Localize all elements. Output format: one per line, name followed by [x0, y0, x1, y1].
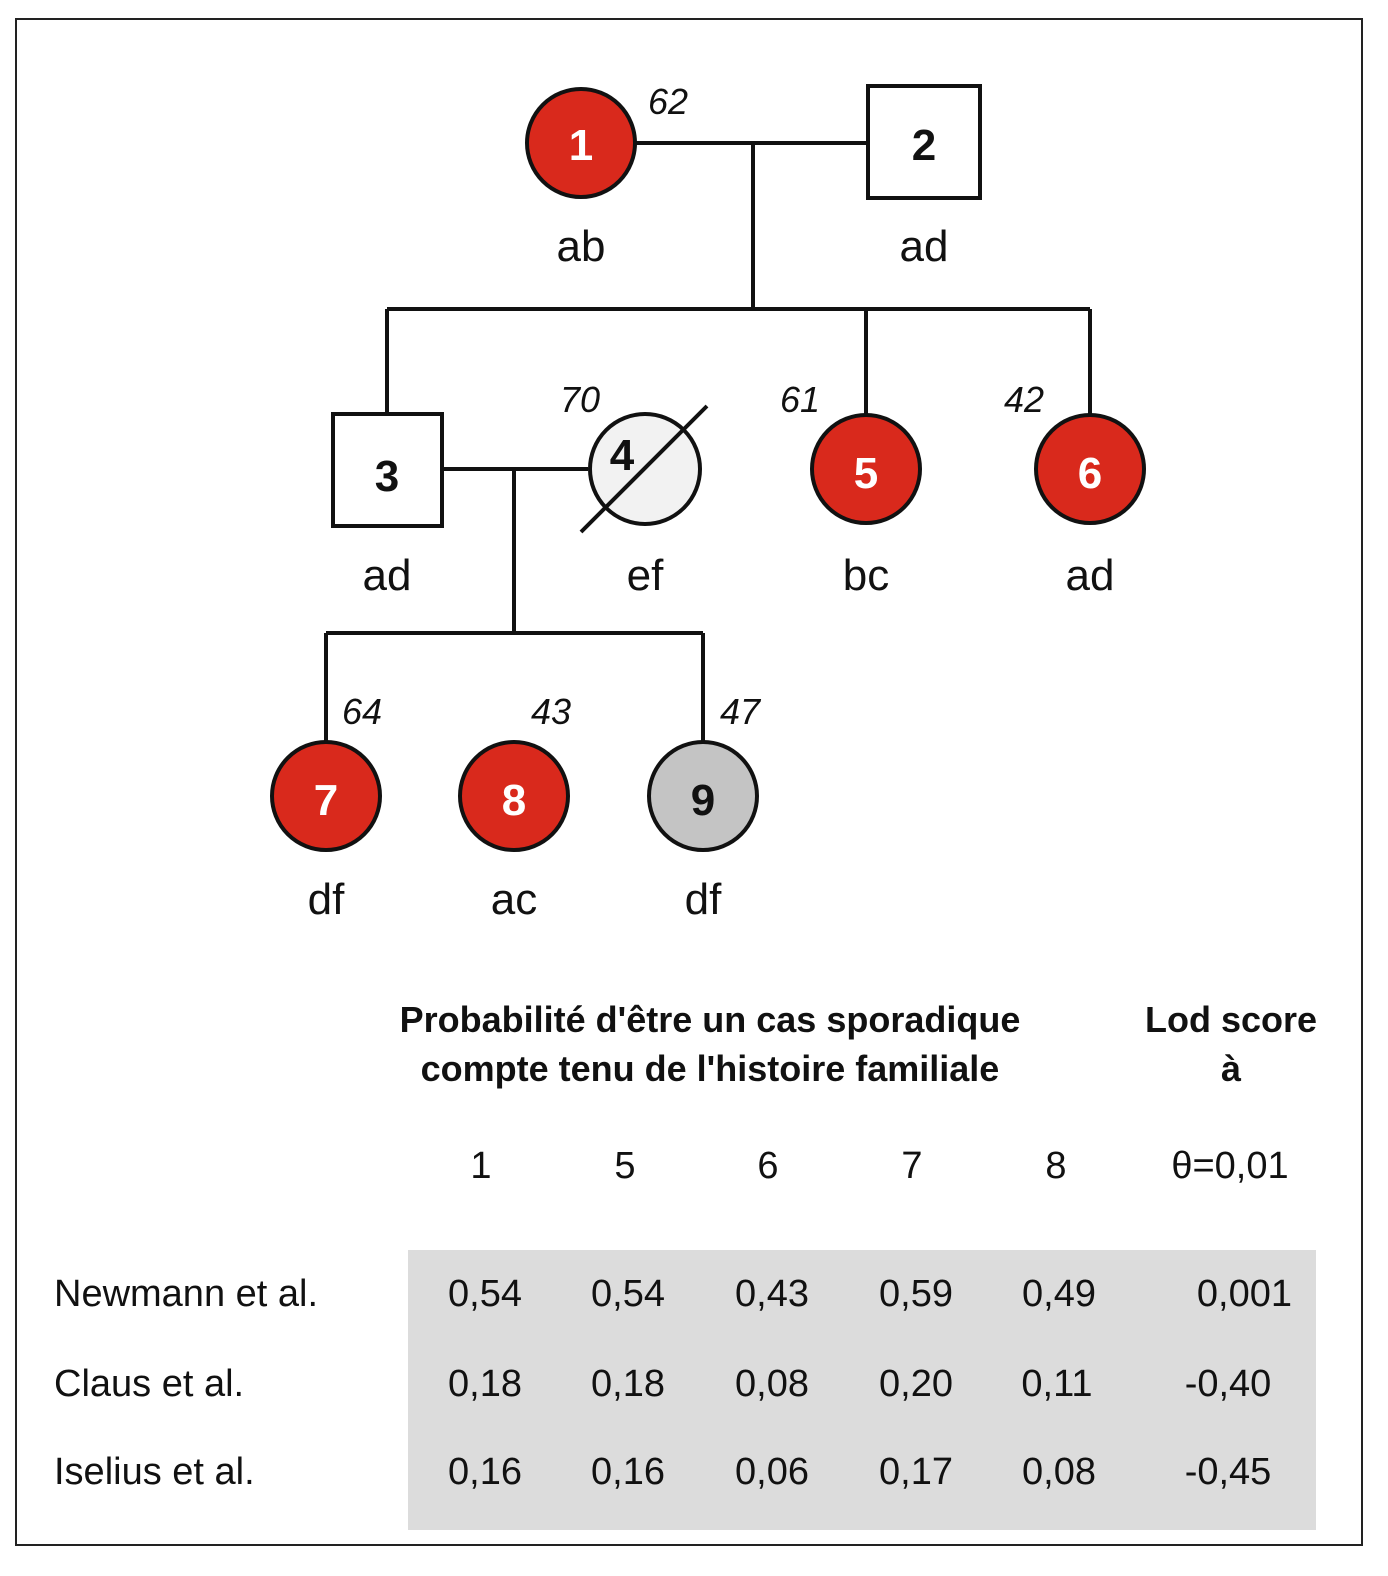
pedigree-lines — [324, 141, 1092, 741]
column-header: 1 — [470, 1145, 491, 1187]
deceased-slash — [579, 404, 709, 534]
table-row: Newmann et al. 0,54 0,54 0,43 0,59 0,49 … — [54, 1273, 1292, 1315]
individual-1: 1 62 ab — [525, 81, 688, 271]
individual-age: 47 — [720, 691, 762, 732]
table-header-main-line1: Probabilité d'être un cas sporadique — [400, 999, 1021, 1040]
table-cell: 0,17 — [879, 1451, 953, 1493]
individual-number: 6 — [1078, 449, 1102, 498]
table-cell: 0,11 — [1021, 1363, 1092, 1405]
individual-genotype: ac — [491, 875, 537, 924]
individual-4: 4 70 ef — [560, 379, 709, 600]
individual-genotype: ad — [363, 551, 412, 600]
row-label: Newmann et al. — [54, 1273, 318, 1315]
table-cell: 0,59 — [879, 1273, 953, 1315]
table-cell: 0,49 — [1022, 1273, 1096, 1315]
individual-5: 5 61 bc — [780, 379, 922, 600]
figure-frame — [15, 18, 1363, 1546]
individual-age: 42 — [1004, 379, 1044, 420]
individual-age: 70 — [560, 379, 600, 420]
table-row: Claus et al. 0,18 0,18 0,08 0,20 0,11 -0… — [54, 1363, 1271, 1405]
individual-6: 6 42 ad — [1004, 379, 1146, 600]
individual-8: 8 43 ac — [458, 691, 571, 924]
table-cell: 0,001 — [1197, 1273, 1292, 1315]
individual-age: 62 — [648, 81, 688, 122]
table-shaded-area — [408, 1250, 1316, 1530]
individual-9: 9 47 df — [647, 691, 762, 924]
individual-number: 4 — [610, 431, 635, 480]
individual-number: 1 — [569, 121, 593, 170]
table-cell: 0,18 — [591, 1363, 665, 1405]
table-cell: -0,45 — [1185, 1451, 1272, 1493]
affected-female-symbol — [525, 87, 637, 199]
probability-table: Probabilité d'être un cas sporadique com… — [54, 999, 1317, 1530]
grey-female-symbol — [647, 740, 759, 852]
table-cell: -0,40 — [1185, 1363, 1272, 1405]
table-cell: 0,06 — [735, 1451, 809, 1493]
individual-age: 61 — [780, 379, 820, 420]
column-header: 7 — [901, 1145, 922, 1187]
table-cell: 0,18 — [448, 1363, 522, 1405]
unaffected-male-symbol — [866, 84, 982, 200]
table-header-lod-line1: Lod score — [1145, 999, 1317, 1040]
individual-genotype: df — [308, 875, 345, 924]
row-label: Iselius et al. — [54, 1451, 255, 1493]
column-header: 6 — [757, 1145, 778, 1187]
individual-genotype: ad — [900, 222, 949, 271]
individual-3: 3 ad — [331, 412, 444, 600]
individual-age: 64 — [342, 691, 382, 732]
table-cell: 0,20 — [879, 1363, 953, 1405]
table-header-main-line2: compte tenu de l'histoire familiale — [421, 1048, 1000, 1089]
column-header: θ=0,01 — [1171, 1145, 1288, 1187]
affected-female-symbol — [270, 740, 382, 852]
unaffected-male-symbol — [331, 412, 444, 528]
individual-7: 7 64 df — [270, 691, 382, 924]
column-header: 5 — [614, 1145, 635, 1187]
individual-age: 43 — [531, 691, 571, 732]
individual-number: 5 — [854, 449, 878, 498]
individual-genotype: ad — [1066, 551, 1115, 600]
individual-number: 9 — [691, 776, 715, 825]
individual-genotype: ef — [627, 551, 664, 600]
table-cell: 0,54 — [591, 1273, 665, 1315]
column-header: 8 — [1045, 1145, 1066, 1187]
individual-genotype: bc — [843, 551, 889, 600]
individual-number: 8 — [502, 776, 526, 825]
affected-female-symbol — [1034, 413, 1146, 525]
individual-number: 2 — [912, 121, 936, 170]
table-header-lod-line2: à — [1221, 1048, 1242, 1089]
table-cell: 0,08 — [735, 1363, 809, 1405]
table-cell: 0,16 — [448, 1451, 522, 1493]
table-cell: 0,54 — [448, 1273, 522, 1315]
individual-2: 2 ad — [866, 84, 982, 271]
table-cell: 0,16 — [591, 1451, 665, 1493]
affected-female-symbol — [458, 740, 570, 852]
table-cell: 0,43 — [735, 1273, 809, 1315]
individual-genotype: df — [685, 875, 722, 924]
individual-number: 7 — [314, 776, 338, 825]
affected-female-symbol — [810, 413, 922, 525]
table-row: Iselius et al. 0,16 0,16 0,06 0,17 0,08 … — [54, 1451, 1271, 1493]
individual-genotype: ab — [557, 222, 606, 271]
individual-number: 3 — [375, 452, 399, 501]
row-label: Claus et al. — [54, 1363, 244, 1405]
table-cell: 0,08 — [1022, 1451, 1096, 1493]
